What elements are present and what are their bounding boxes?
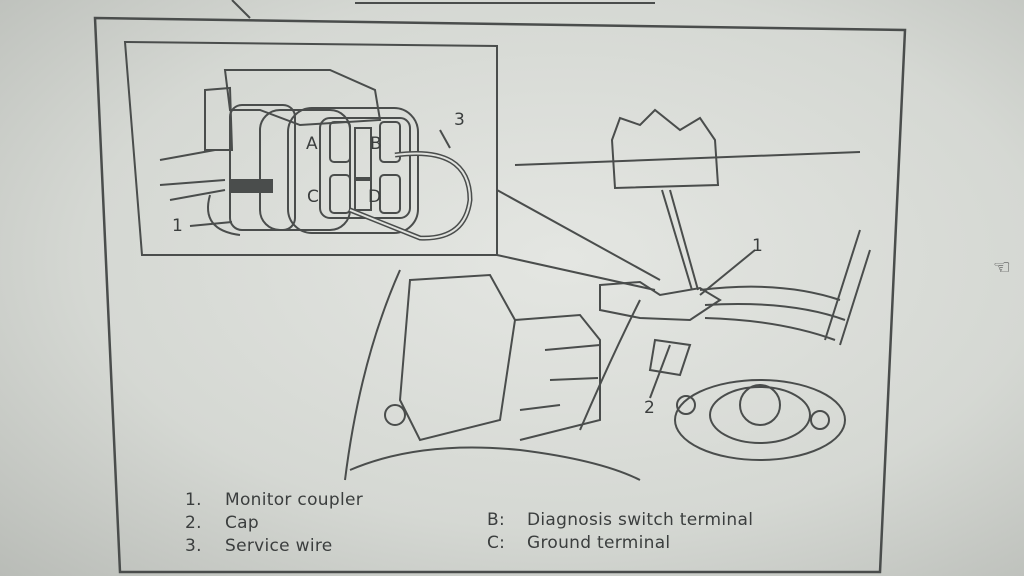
legend-item: B: Diagnosis switch terminal xyxy=(487,510,753,533)
legend-key: B: xyxy=(487,510,505,530)
legend-item: 3. Service wire xyxy=(185,536,363,559)
legend-text: Service wire xyxy=(225,536,333,556)
terminal-a: A xyxy=(306,134,318,154)
legend-item: 2. Cap xyxy=(185,513,363,536)
callout-3-inset: 3 xyxy=(454,110,465,130)
callout-1-main: 1 xyxy=(752,236,763,256)
coupler-inset xyxy=(159,69,473,241)
legend-text: Cap xyxy=(225,513,259,533)
legend-item: C: Ground terminal xyxy=(487,533,753,556)
legend-text: Monitor coupler xyxy=(225,490,364,510)
leader-top xyxy=(231,0,251,19)
legend-terminals: B: Diagnosis switch terminal C: Ground ter… xyxy=(487,510,753,556)
legend-num: 1. xyxy=(185,490,202,510)
terminal-d: D xyxy=(368,187,382,207)
callout-2-main: 2 xyxy=(644,398,655,418)
legend-text: Diagnosis switch terminal xyxy=(527,510,754,530)
legend-num: 2. xyxy=(185,513,202,533)
terminal-c: C xyxy=(307,187,319,207)
outer-frame xyxy=(93,16,907,574)
legend-numbered: 1. Monitor coupler 2. Cap 3. Service wire xyxy=(185,490,363,559)
callout-1-inset: 1 xyxy=(172,216,183,236)
legend-key: C: xyxy=(487,533,506,553)
engine-drawing xyxy=(344,108,871,481)
legend-item: 1. Monitor coupler xyxy=(185,490,363,513)
hand-cursor-icon: ☜ xyxy=(993,255,1011,279)
terminal-b: B xyxy=(370,134,382,154)
zoom-line xyxy=(496,189,661,281)
legend-text: Ground terminal xyxy=(527,533,671,553)
legend-num: 3. xyxy=(185,536,202,556)
zoom-line xyxy=(496,254,656,291)
